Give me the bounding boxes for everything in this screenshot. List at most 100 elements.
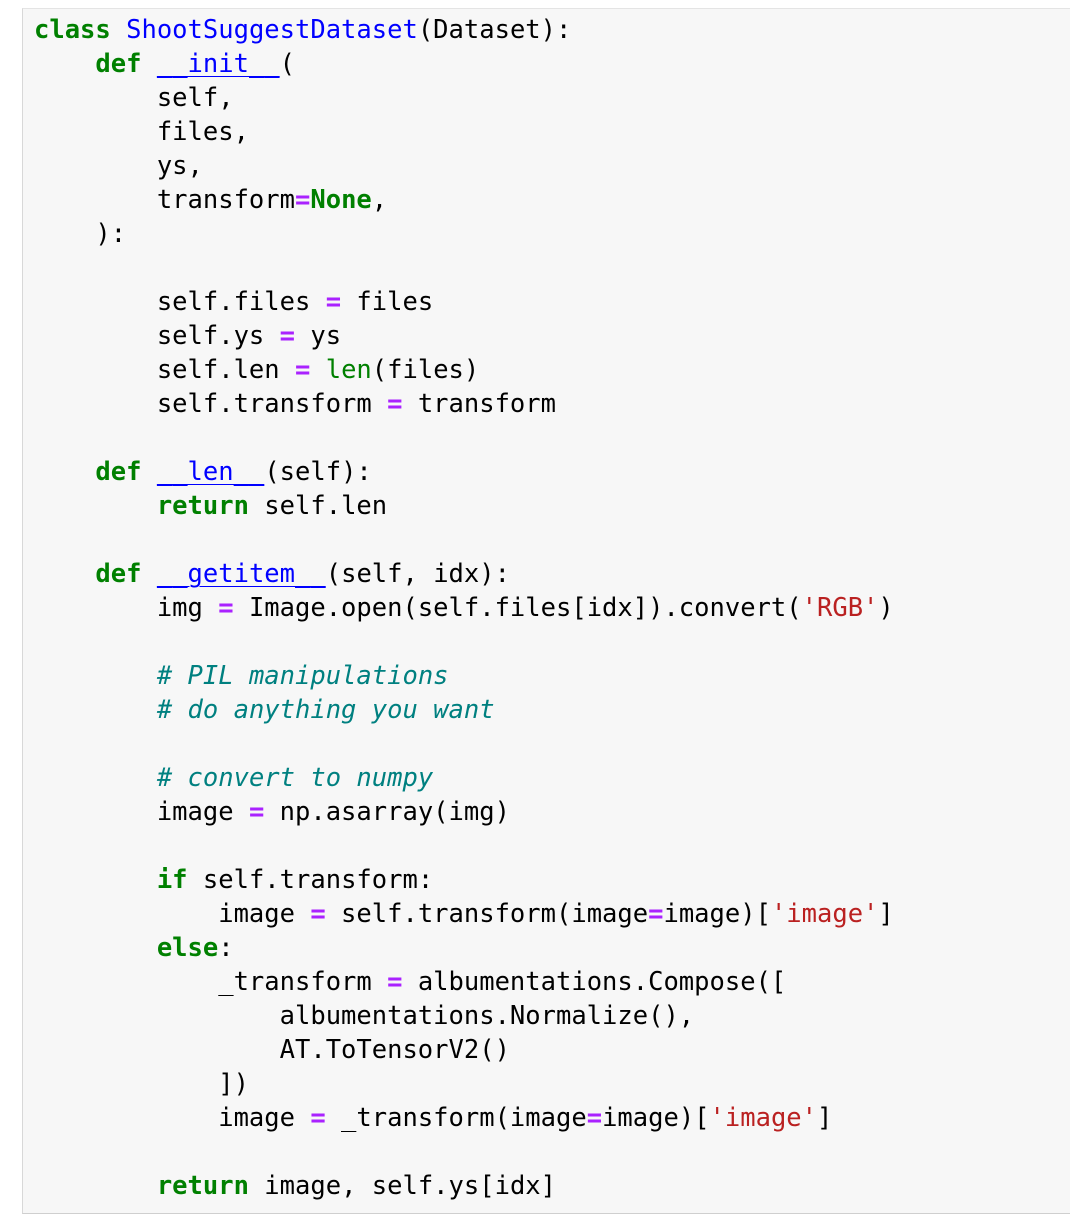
code-line: self.len = len(files) (34, 353, 894, 387)
code-text: albumentations.Normalize(), (34, 1001, 695, 1031)
code-text (141, 559, 156, 589)
code-line: return image, self.ys[idx] (34, 1169, 894, 1203)
code-text: image (34, 1103, 311, 1133)
code-text: albumentations.Compose([ (402, 967, 787, 997)
code-text (34, 491, 157, 521)
operator: = (279, 321, 295, 351)
code-line: _transform = albumentations.Compose([ (34, 965, 894, 999)
string-literal: 'image' (709, 1103, 817, 1133)
operator: = (295, 355, 311, 385)
operator: = (648, 899, 664, 929)
code-line (34, 251, 894, 285)
comment: # convert to numpy (156, 763, 434, 793)
operator: = (387, 389, 403, 419)
code-line: albumentations.Normalize(), (34, 999, 894, 1033)
keyword: def (95, 49, 142, 79)
code-text: self, (34, 83, 234, 113)
code-text (34, 695, 157, 725)
code-text: transform (402, 389, 556, 419)
code-text: np.asarray(img) (264, 797, 510, 827)
operator: = (310, 1103, 326, 1133)
code-line: def __init__( (34, 47, 894, 81)
code-line (34, 829, 894, 863)
code-text (34, 661, 157, 691)
comment: # PIL manipulations (156, 661, 449, 691)
code-line: return self.len (34, 489, 894, 523)
code-line: AT.ToTensorV2() (34, 1033, 894, 1067)
code-line: image = _transform(image=image)['image'] (34, 1101, 894, 1135)
code-line: ): (34, 217, 894, 251)
code-line: files, (34, 115, 894, 149)
code-line: # PIL manipulations (34, 659, 894, 693)
code-text: transform (34, 185, 295, 215)
code-text: Image.open(self.files[idx]).convert( (233, 593, 802, 623)
operator: = (325, 287, 342, 317)
keyword: def (95, 559, 142, 589)
class-name: ShootSuggestDataset (126, 15, 418, 45)
function-name: __getitem__ (156, 559, 326, 589)
operator: = (387, 967, 403, 997)
code-line: # do anything you want (34, 693, 894, 727)
comment: # do anything you want (156, 695, 495, 725)
code-line: ys, (34, 149, 894, 183)
code-text: self.len (248, 491, 388, 521)
code-text (111, 15, 126, 45)
code-text (141, 457, 156, 487)
code-text (34, 763, 157, 793)
keyword: return (156, 491, 249, 521)
code-text (34, 457, 95, 487)
code-text: (self, idx): (325, 559, 510, 589)
function-name: __init__ (156, 49, 280, 79)
code-line: def __getitem__(self, idx): (34, 557, 894, 591)
code-text: (Dataset): (417, 15, 572, 45)
code-text: files (341, 287, 434, 317)
builtin: len (325, 355, 372, 385)
code-line: image = np.asarray(img) (34, 795, 894, 829)
code-text (310, 355, 325, 385)
code-text: self.ys (34, 321, 280, 351)
code-line (34, 727, 894, 761)
code-text: _transform(image (325, 1103, 587, 1133)
code-line: self.ys = ys (34, 319, 894, 353)
code-text (34, 933, 157, 963)
code-text: image)[ (602, 1103, 710, 1133)
code-line: else: (34, 931, 894, 965)
string-literal: 'image' (770, 899, 879, 929)
code-text (34, 49, 95, 79)
code-line (34, 1135, 894, 1169)
code-text: (files) (371, 355, 480, 385)
code-text: : (218, 933, 234, 963)
code-line: image = self.transform(image=image)['ima… (34, 897, 894, 931)
code-text: ] (817, 1103, 833, 1133)
operator: = (248, 797, 265, 827)
code-text: (self): (264, 457, 372, 487)
code-text: ): (34, 219, 127, 249)
code-text: AT.ToTensorV2() (34, 1035, 510, 1065)
code-text (34, 865, 157, 895)
code-text: image (34, 899, 311, 929)
code-line: ]) (34, 1067, 894, 1101)
code-text (34, 559, 95, 589)
keyword: return (156, 1171, 249, 1201)
code-editor[interactable]: class ShootSuggestDataset(Dataset): def … (34, 13, 894, 1203)
code-text: ( (279, 49, 296, 79)
function-name: __len__ (156, 457, 265, 487)
operator: = (310, 899, 326, 929)
code-line: class ShootSuggestDataset(Dataset): (34, 13, 894, 47)
code-line: transform=None, (34, 183, 894, 217)
code-line: if self.transform: (34, 863, 894, 897)
code-text: files, (34, 117, 249, 147)
code-text: ys, (34, 151, 203, 181)
code-text: self.files (34, 287, 326, 317)
operator: = (586, 1103, 603, 1133)
code-text: , (371, 185, 388, 215)
code-text: ys (295, 321, 342, 351)
code-line: img = Image.open(self.files[idx]).conver… (34, 591, 894, 625)
code-text: img (34, 593, 219, 623)
code-line (34, 421, 894, 455)
code-line: def __len__(self): (34, 455, 894, 489)
code-text: ] (878, 899, 894, 929)
code-cell[interactable] (22, 8, 1070, 1214)
code-line: self, (34, 81, 894, 115)
keyword: else (156, 933, 219, 963)
